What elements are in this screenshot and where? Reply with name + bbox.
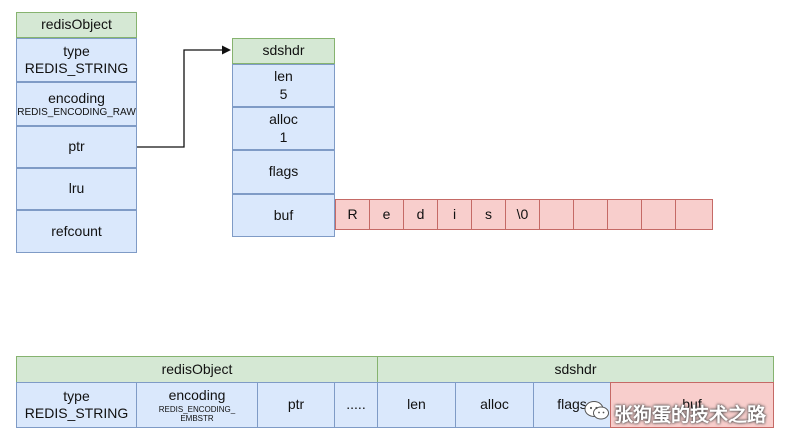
- buf-byte-cell: [641, 199, 676, 230]
- top-redisobject-ptr-cell: ptr: [16, 126, 137, 168]
- top-redisobject-lru-cell: lru: [16, 168, 137, 210]
- len-label: len: [274, 68, 293, 84]
- bottom-buf-label: buf: [682, 396, 702, 413]
- top-sdshdr-title: sdshdr: [262, 42, 305, 59]
- bottom-flags-label: flags: [557, 396, 587, 413]
- bottom-len-label: len: [407, 396, 426, 413]
- bottom-ellipsis-label: .....: [346, 396, 366, 413]
- top-sdshdr-alloc-cell: alloc 1: [232, 107, 335, 150]
- buf-byte-cell: d: [403, 199, 438, 230]
- bottom-ellipsis-cell: .....: [334, 382, 378, 428]
- buf-byte-cell: i: [437, 199, 472, 230]
- top-redisobject-encoding-cell: encoding REDIS_ENCODING_RAW: [16, 82, 137, 126]
- buf-byte-char: \0: [516, 205, 529, 222]
- buf-byte-cell: s: [471, 199, 506, 230]
- encoding-value: REDIS_ENCODING_RAW: [17, 107, 136, 118]
- lru-label: lru: [68, 180, 85, 197]
- bottom-redisobject-title: redisObject: [161, 360, 233, 377]
- top-redisobject-header: redisObject: [16, 12, 137, 38]
- buf-byte-cell: [607, 199, 642, 230]
- buf-byte-cell: [539, 199, 574, 230]
- bottom-alloc-cell: alloc: [455, 382, 534, 428]
- buf-byte-char: R: [347, 205, 358, 222]
- buf-byte-cell: [675, 199, 713, 230]
- bottom-alloc-label: alloc: [480, 396, 509, 413]
- buf-byte-char: s: [485, 205, 492, 222]
- watermark-text: 张狗蛋的技术之路: [614, 403, 767, 426]
- bottom-buf-cell: buf: [610, 382, 774, 428]
- type-label: type: [63, 42, 90, 59]
- buf-byte-cell: e: [369, 199, 404, 230]
- bottom-ptr-label: ptr: [287, 396, 305, 413]
- bottom-type-value: REDIS_STRING: [24, 405, 129, 421]
- ptr-label: ptr: [68, 138, 85, 155]
- type-value: REDIS_STRING: [24, 60, 129, 76]
- refcount-label: refcount: [51, 222, 102, 239]
- buf-byte-char: i: [452, 205, 457, 222]
- bottom-redisobject-header: redisObject: [16, 356, 378, 383]
- top-sdshdr-flags-cell: flags: [232, 150, 335, 194]
- buf-byte-cell: \0: [505, 199, 540, 230]
- bottom-encoding-label: encoding: [168, 387, 226, 404]
- buf-label: buf: [273, 206, 294, 223]
- bottom-encoding-value-line2: EMBSTR: [180, 413, 214, 423]
- flags-label: flags: [268, 163, 299, 180]
- alloc-label: alloc: [269, 111, 298, 127]
- top-sdshdr-len-cell: len 5: [232, 64, 335, 107]
- encoding-label: encoding: [48, 89, 105, 106]
- len-value: 5: [279, 85, 288, 102]
- bottom-encoding-value-line1: REDIS_ENCODING_: [158, 404, 236, 414]
- bottom-type-label: type: [63, 387, 90, 404]
- buf-byte-char: d: [416, 205, 425, 222]
- bottom-len-cell: len: [377, 382, 456, 428]
- top-redisobject-type-cell: type REDIS_STRING: [16, 38, 137, 82]
- bottom-sdshdr-title: sdshdr: [554, 360, 597, 377]
- buf-byte-cell: R: [335, 199, 370, 230]
- buf-byte-char: e: [382, 205, 391, 222]
- top-redisobject-refcount-cell: refcount: [16, 210, 137, 253]
- bottom-encoding-cell: encoding REDIS_ENCODING_ EMBSTR: [136, 382, 258, 428]
- top-redisobject-title: redisObject: [41, 16, 112, 33]
- alloc-value: 1: [279, 128, 288, 145]
- bottom-type-cell: type REDIS_STRING: [16, 382, 137, 428]
- bottom-sdshdr-header: sdshdr: [377, 356, 774, 383]
- wechat-icon: [584, 400, 610, 427]
- top-sdshdr-buf-cell: buf: [232, 194, 335, 237]
- top-sdshdr-header: sdshdr: [232, 38, 335, 64]
- bottom-ptr-cell: ptr: [257, 382, 335, 428]
- buf-byte-cell: [573, 199, 608, 230]
- watermark: 张狗蛋的技术之路: [584, 398, 784, 428]
